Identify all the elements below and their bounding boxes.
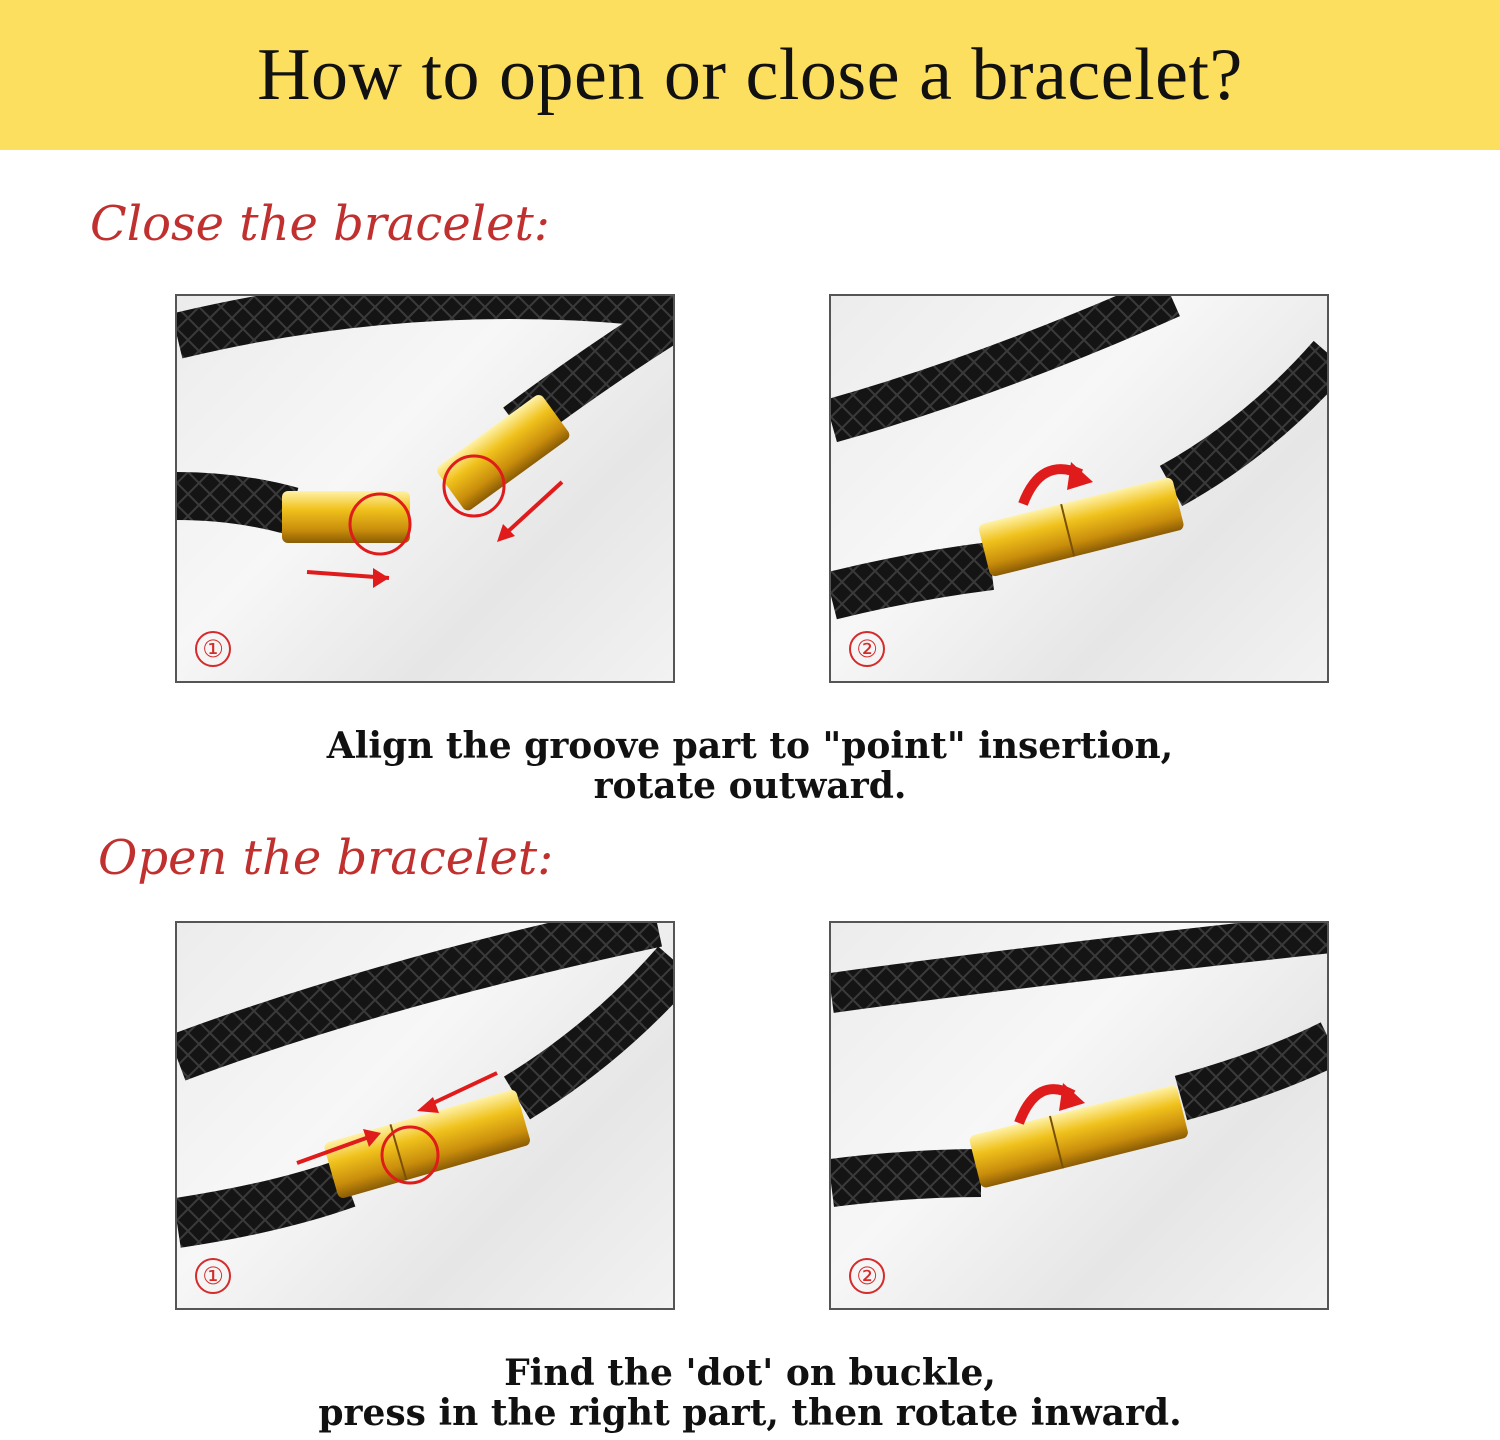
clasp-illustration [831, 296, 1327, 620]
open-step-1-image: ① [175, 921, 675, 1310]
clasp-illustration [177, 923, 673, 1248]
close-section-title: Close the bracelet: [90, 196, 550, 252]
caption-line: rotate outward. [593, 765, 907, 807]
step-number-badge: ① [195, 1258, 231, 1294]
clasp-illustration [177, 296, 673, 588]
close-caption: Align the groove part to "point" inserti… [0, 726, 1500, 806]
step-number-badge: ② [849, 631, 885, 667]
header-banner: How to open or close a bracelet? [0, 0, 1500, 150]
page-title: How to open or close a bracelet? [257, 33, 1243, 116]
caption-line: press in the right part, then rotate inw… [318, 1392, 1182, 1434]
open-section-title: Open the bracelet: [98, 830, 554, 886]
clasp-illustration [831, 923, 1327, 1207]
step-number-badge: ② [849, 1258, 885, 1294]
step-number-badge: ① [195, 631, 231, 667]
close-step-1-image: ① [175, 294, 675, 683]
close-step-2-image: ② [829, 294, 1329, 683]
open-step-2-image: ② [829, 921, 1329, 1310]
open-caption: Find the 'dot' on buckle, press in the r… [0, 1353, 1500, 1433]
caption-line: Align the groove part to "point" inserti… [326, 725, 1174, 767]
caption-line: Find the 'dot' on buckle, [504, 1352, 996, 1394]
